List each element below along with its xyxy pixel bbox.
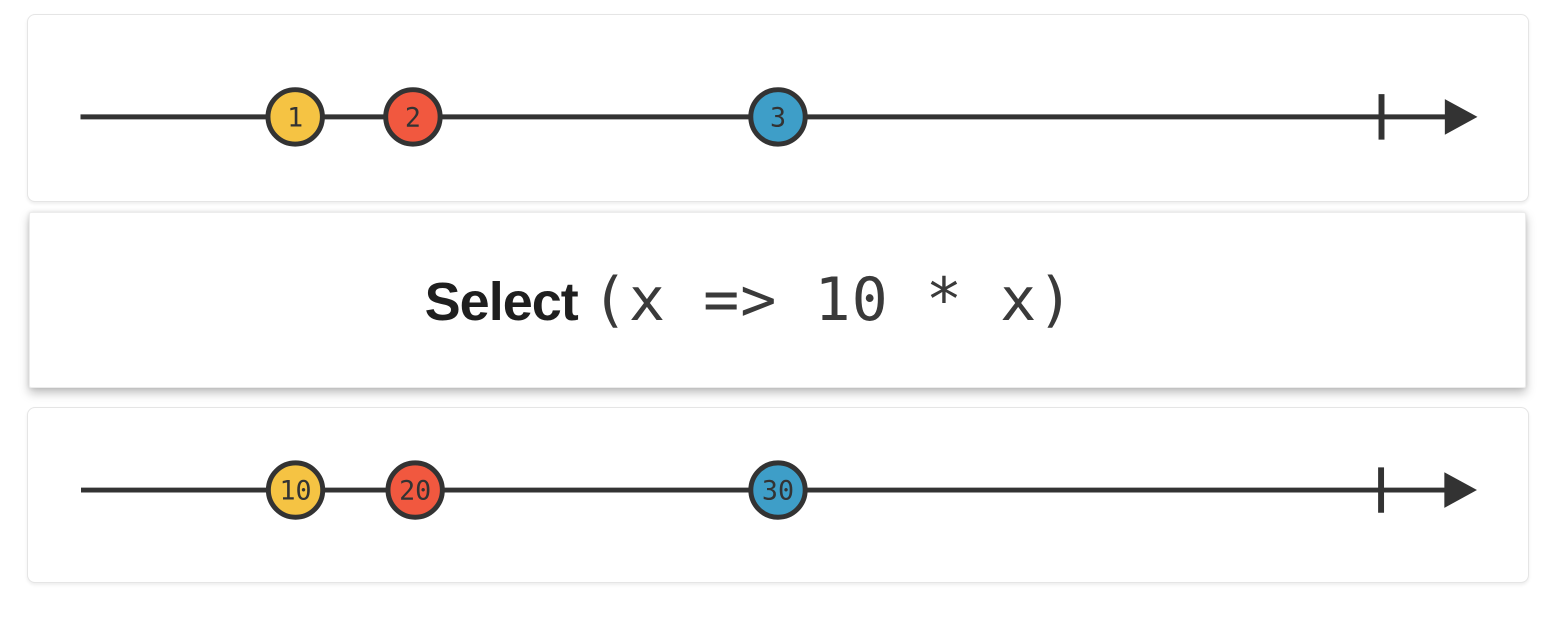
marble[interactable]: 2 [383,87,443,147]
marble-value: 1 [287,102,303,133]
marble-value: 20 [399,475,431,506]
operator-label: Select (x => 10 * x) [425,265,1075,335]
operator-card: Select (x => 10 * x) [29,212,1526,388]
marble-circle [748,460,808,520]
marble-value: 30 [762,475,794,506]
operator-name: Select [424,272,579,332]
marble-circle[interactable] [748,87,808,147]
marble-value: 10 [279,475,311,506]
marble[interactable]: 1 [265,87,325,147]
marble: 10 [265,460,326,520]
marble-value: 2 [405,102,421,133]
marble-circle[interactable] [383,87,443,147]
input-timeline: 1 2 3 [80,87,1478,147]
arrowhead-icon [1444,99,1478,135]
output-timeline: 10 20 30 [81,460,1477,520]
arrowhead-icon [1444,472,1477,508]
marble-circle [265,460,326,520]
marble-circle[interactable] [265,87,325,147]
marble-value: 3 [770,102,786,133]
marble-circle [385,460,445,520]
operator-expression: (x => 10 * x) [591,265,1075,335]
output-stream-card: 10 20 30 [27,407,1529,583]
input-stream-card: 1 2 3 [27,14,1529,202]
marble: 30 [748,460,808,520]
marble: 20 [385,460,445,520]
marble[interactable]: 3 [748,87,808,147]
